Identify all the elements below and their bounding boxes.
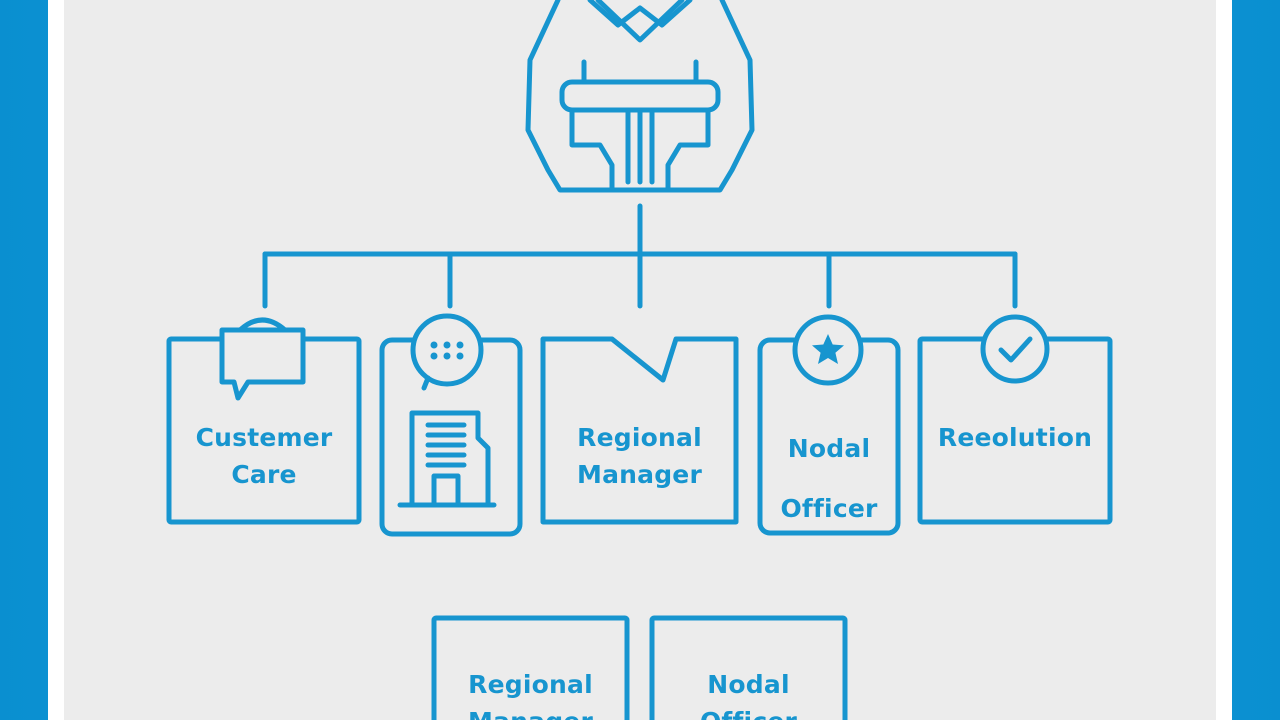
check-badge-icon bbox=[980, 314, 1050, 384]
bottom-regional-manager-label: Regional Manager bbox=[434, 666, 627, 720]
chat-bubble-icon bbox=[219, 317, 306, 401]
building-icon bbox=[397, 410, 497, 508]
regional-manager-label: Regional Manager bbox=[543, 419, 736, 493]
resolution-label: Reeolution bbox=[920, 419, 1110, 456]
bottom-nodal-officer-label: Nodal Officer bbox=[652, 666, 845, 720]
nodal-officer-line1: Nodal bbox=[787, 434, 871, 463]
customer-care-line2: Care bbox=[231, 460, 297, 489]
customer-care-label: Custemer Care bbox=[169, 419, 359, 493]
bottom-nodal-officer-line1: Nodal bbox=[707, 670, 790, 699]
regional-manager-line2: Manager bbox=[577, 460, 702, 489]
regional-manager-line1: Regional bbox=[577, 423, 702, 452]
bottom-regional-manager-line1: Regional bbox=[468, 670, 593, 699]
speech-dots-icon bbox=[410, 313, 484, 391]
bottom-nodal-officer-line2: Officer bbox=[652, 703, 845, 720]
resolution-line1: Reeolution bbox=[937, 423, 1093, 452]
regional-manager-box[interactable] bbox=[540, 336, 739, 525]
bottom-regional-manager-box[interactable] bbox=[431, 615, 630, 720]
customer-care-line1: Custemer bbox=[195, 423, 333, 452]
person-icon bbox=[525, 0, 755, 193]
bottom-regional-manager-line2: Manager bbox=[434, 703, 627, 720]
connector-lines bbox=[262, 203, 1018, 309]
bottom-nodal-officer-box[interactable] bbox=[649, 615, 848, 720]
star-badge-icon bbox=[792, 314, 864, 386]
nodal-officer-label: Nodal Officer bbox=[760, 419, 898, 539]
nodal-officer-line2: Officer bbox=[780, 494, 878, 523]
